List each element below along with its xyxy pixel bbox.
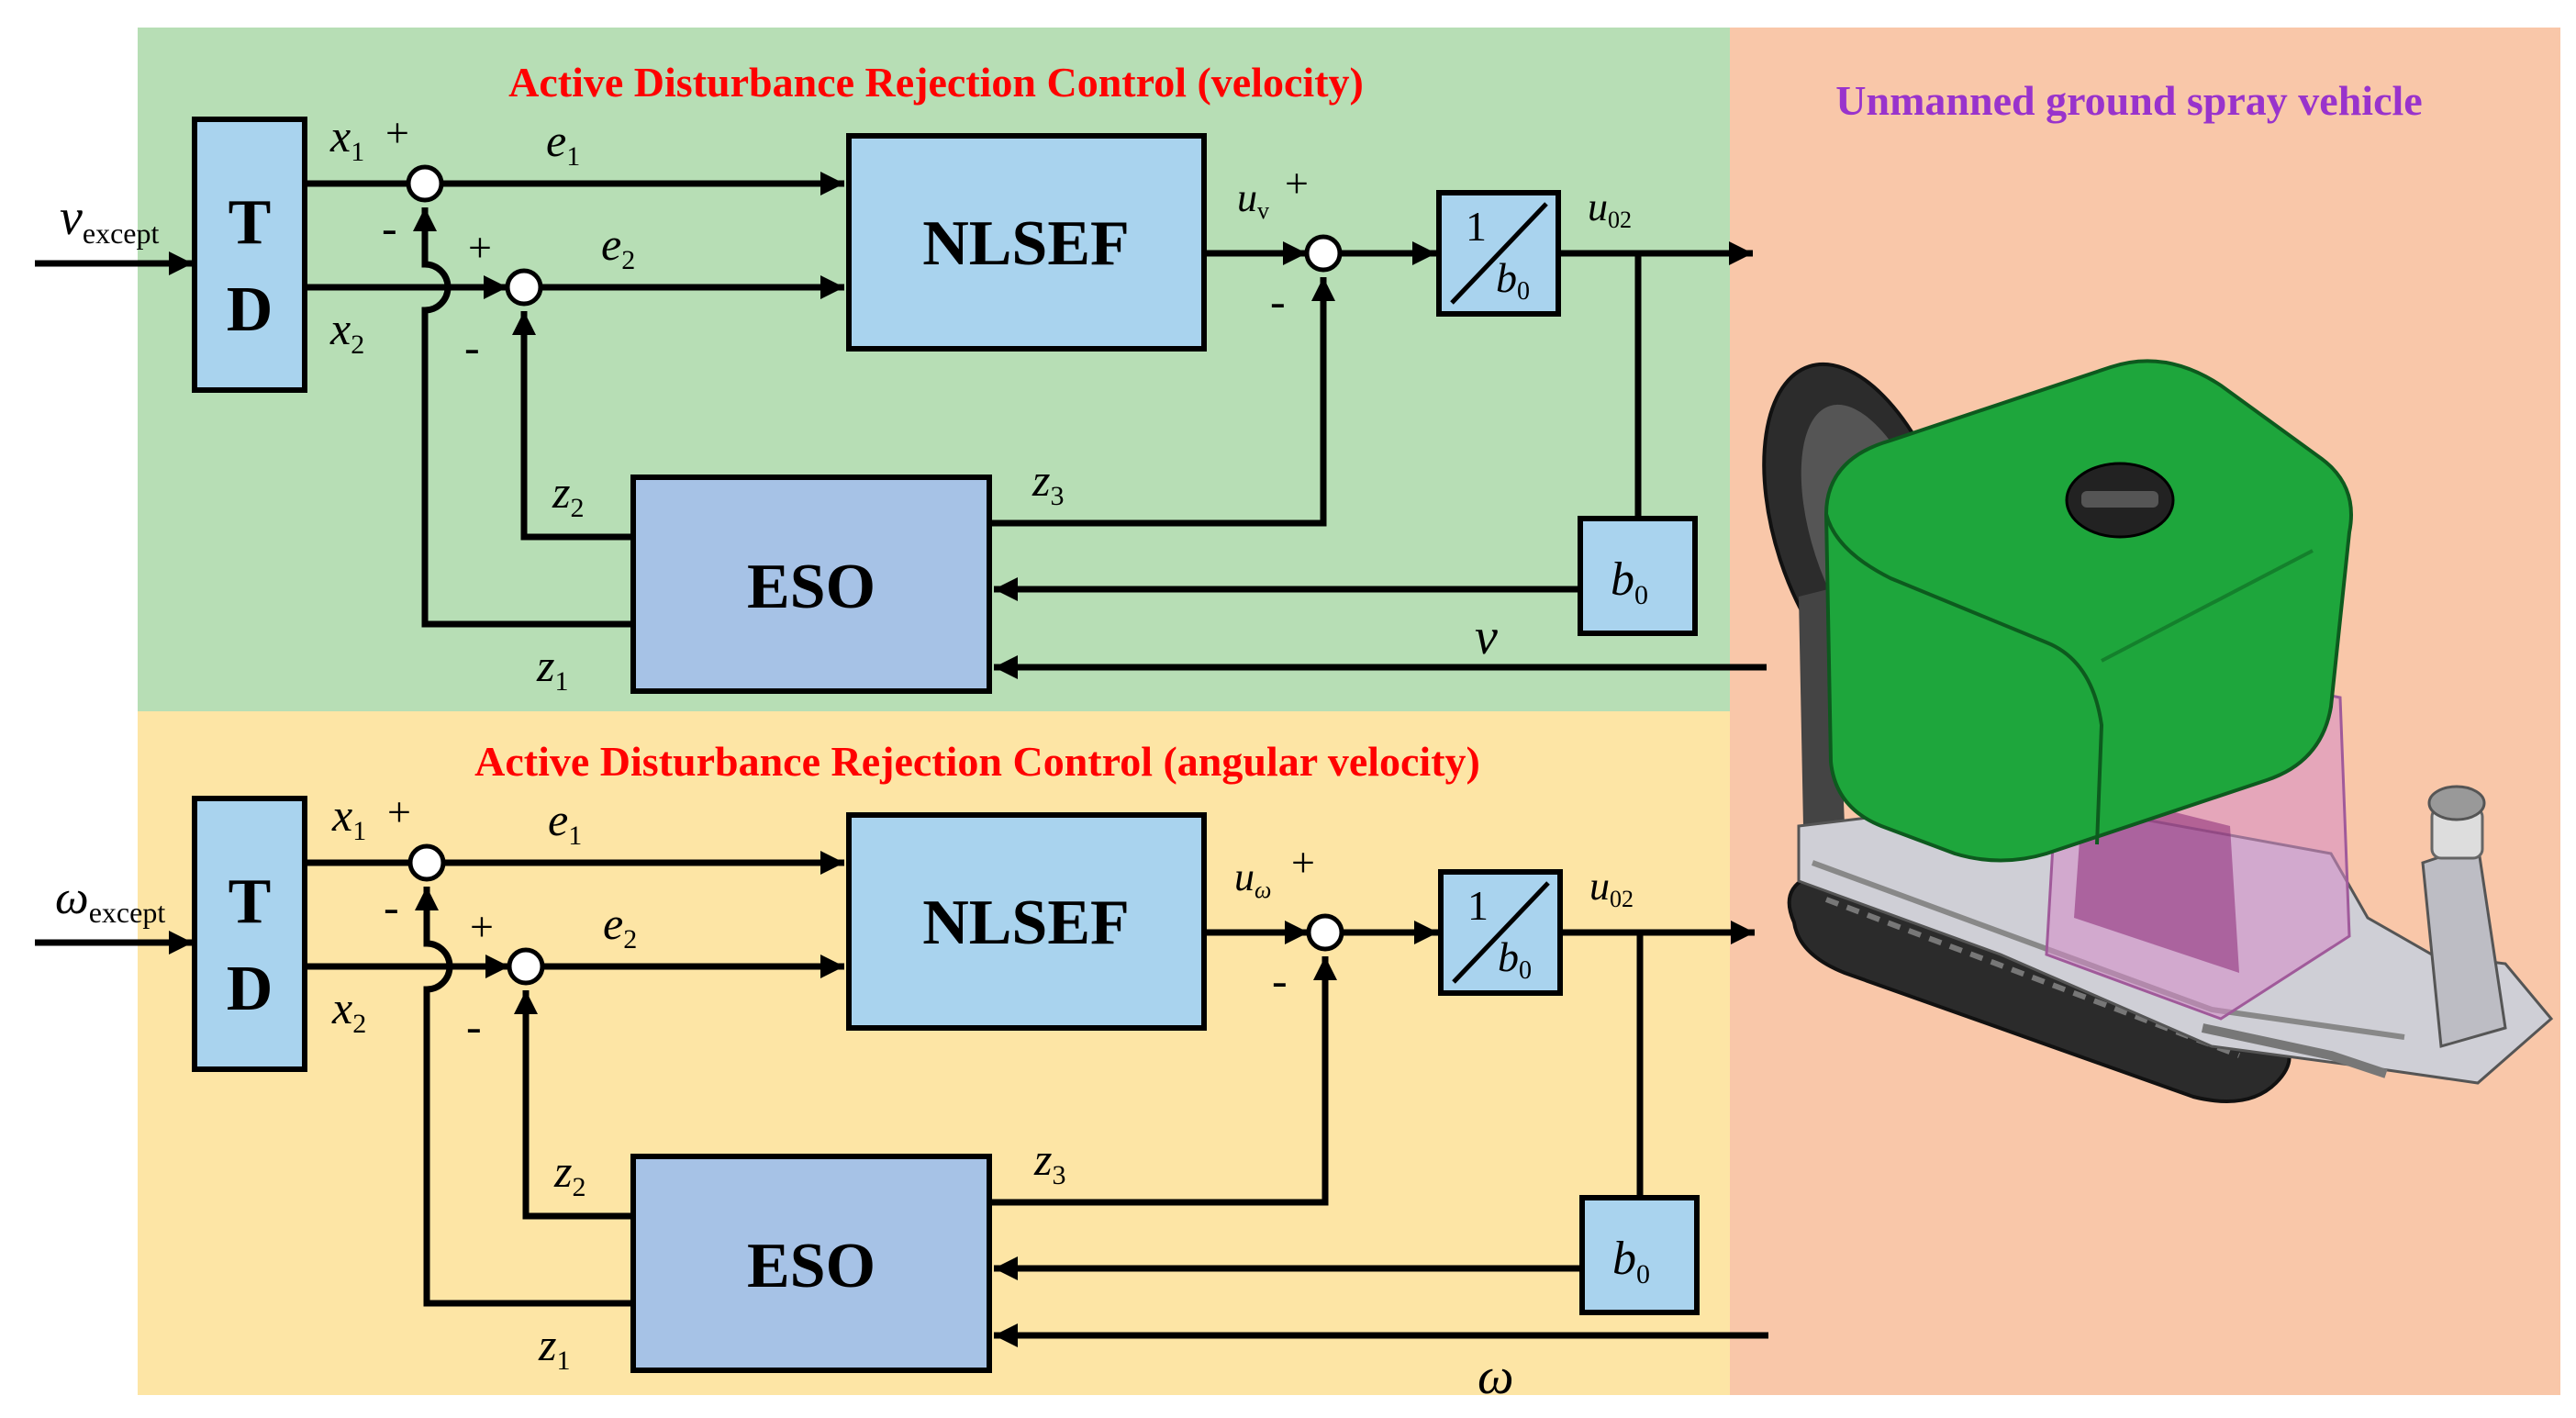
td-block-t: T xyxy=(229,866,272,937)
sum-junction-3 xyxy=(1306,913,1344,952)
x2-label: x2 xyxy=(331,982,366,1039)
plus-sign: + xyxy=(470,903,494,950)
plus-sign: + xyxy=(387,788,411,835)
eso-label: ESO xyxy=(747,1231,875,1301)
td-block-d: D xyxy=(227,954,273,1024)
z2-label: z2 xyxy=(552,466,584,523)
velocity-loop: vexcept T D x1 + x2 - + - e1 e2 NLSEF uv xyxy=(35,109,1767,697)
eso-block xyxy=(630,1154,992,1373)
e2-label: e2 xyxy=(603,898,637,955)
velocity-input-label: vexcept xyxy=(60,189,159,250)
minus-sign: - xyxy=(466,1000,482,1052)
minus-sign: - xyxy=(464,321,480,373)
gnss-antenna-icon xyxy=(2427,785,2486,821)
nlsef-label: NLSEF xyxy=(922,888,1130,958)
spray-vehicle-illustration xyxy=(1762,359,2554,1103)
b0-block xyxy=(1579,1195,1700,1315)
u02-label: u02 xyxy=(1589,864,1634,912)
gain-numerator: 1 xyxy=(1467,882,1489,929)
v-feedback-label: v xyxy=(1475,609,1498,665)
u-v-label: uv xyxy=(1237,175,1269,224)
td-block-t: T xyxy=(229,187,272,258)
sum-junction-2 xyxy=(507,947,545,986)
minus-sign: - xyxy=(1270,275,1286,327)
eso-block xyxy=(630,475,992,694)
omega-input-label: ωexcept xyxy=(55,872,165,929)
plus-sign: + xyxy=(468,224,492,271)
angular-loop: ωexcept T D x1 + x2 - + - e1 e2 NLSEF uω… xyxy=(35,788,1768,1405)
e1-label: e1 xyxy=(546,115,580,172)
u-omega-label: uω xyxy=(1234,854,1271,903)
tank xyxy=(1823,359,2353,863)
sum-junction-2 xyxy=(505,268,543,307)
b0-label: b0 xyxy=(1612,1233,1650,1290)
gain-denominator: b0 xyxy=(1496,254,1530,306)
plus-sign: + xyxy=(385,109,409,156)
td-block xyxy=(192,796,307,1072)
eso-label: ESO xyxy=(747,552,875,622)
gain-denominator: b0 xyxy=(1498,933,1532,985)
minus-sign: - xyxy=(382,202,397,253)
plus-sign: + xyxy=(1291,839,1315,886)
omega-feedback-label: ω xyxy=(1478,1348,1514,1405)
z1-label: z1 xyxy=(538,1319,570,1376)
gain-numerator: 1 xyxy=(1466,203,1487,250)
sum-junction-1 xyxy=(407,843,446,882)
x1-label: x1 xyxy=(329,110,364,167)
minus-sign: - xyxy=(1272,955,1288,1006)
b0-block xyxy=(1578,516,1698,636)
angular-loop-title: Active Disturbance Rejection Control (an… xyxy=(474,738,1480,785)
u02-label: u02 xyxy=(1588,184,1632,233)
td-block xyxy=(192,117,307,393)
sum-junction-3 xyxy=(1304,234,1343,273)
z3-label: z3 xyxy=(1033,1133,1065,1190)
z3-label: z3 xyxy=(1032,454,1064,511)
td-block-d: D xyxy=(227,274,273,345)
plus-sign: + xyxy=(1285,160,1309,207)
nlsef-block xyxy=(846,133,1207,352)
z2-label: z2 xyxy=(553,1145,585,1202)
x2-label: x2 xyxy=(329,303,364,360)
sum-junction-1 xyxy=(406,164,444,203)
z1-label: z1 xyxy=(536,640,568,697)
b0-label: b0 xyxy=(1611,553,1648,610)
x1-label: x1 xyxy=(331,789,366,846)
vehicle-title: Unmanned ground spray vehicle xyxy=(1835,77,2422,124)
nlsef-label: NLSEF xyxy=(922,208,1130,279)
nlsef-block xyxy=(846,812,1207,1031)
e2-label: e2 xyxy=(601,218,635,275)
minus-sign: - xyxy=(384,881,399,932)
e1-label: e1 xyxy=(548,794,582,851)
velocity-loop-title: Active Disturbance Rejection Control (ve… xyxy=(508,59,1364,106)
